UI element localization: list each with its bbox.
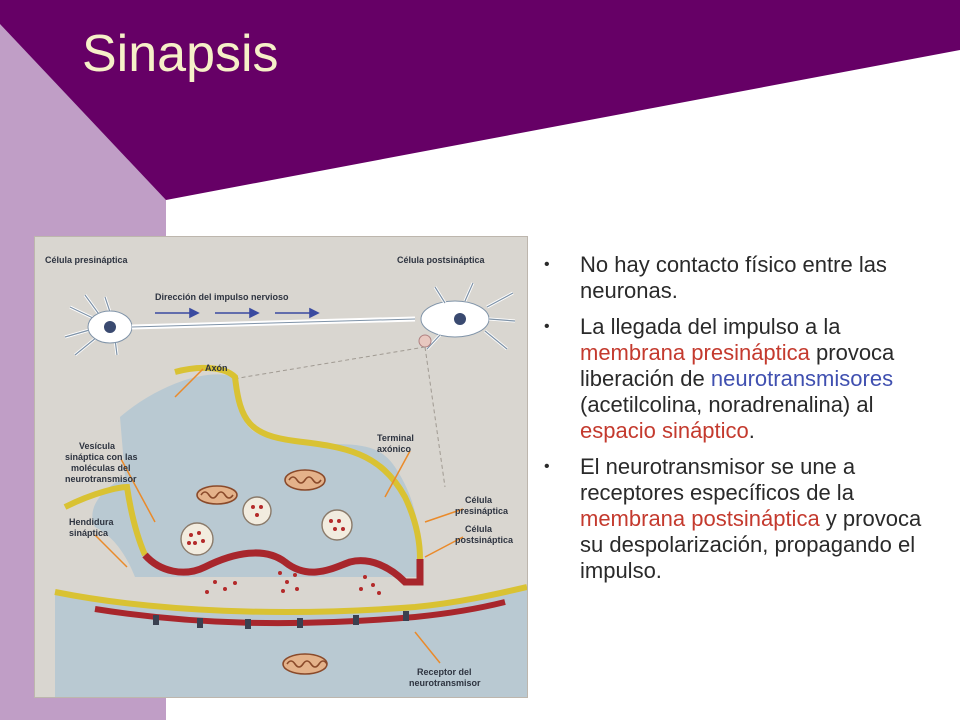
bullet-item: •No hay contacto físico entre las neuron… (544, 252, 887, 303)
label-cell-pre-2: presináptica (455, 506, 509, 516)
page-title: Sinapsis (82, 25, 279, 83)
label-receptor-2: neurotransmisor (409, 678, 481, 688)
term-neurotransmitters: neurotransmisores (710, 366, 894, 391)
synaptic-vesicles-icon (180, 496, 353, 556)
label-axon: Axón (205, 363, 228, 373)
neurotransmitter-molecules-icon (187, 505, 381, 595)
label-cleft-1: Hendidura (69, 517, 114, 527)
label-vesicle-1: Vesícula (79, 441, 116, 451)
bullet-dot-icon: • (544, 256, 550, 273)
label-vesicle-4: neurotransmisor (65, 474, 137, 484)
impulse-arrows-icon (155, 307, 320, 319)
neuron-illustration (64, 282, 516, 488)
bullet-item: •La llegada del impulso a la membrana pr… (544, 314, 895, 443)
term-postsynaptic-membrane: membrana postsináptica (580, 506, 820, 531)
term-synaptic-space: espacio sináptico (580, 418, 749, 443)
bullet-list: •No hay contacto físico entre las neuron… (540, 252, 944, 594)
mitochondria-icon (196, 469, 328, 675)
bullet-dot-icon: • (544, 318, 550, 335)
label-terminal-2: axónico (377, 444, 412, 454)
label-vesicle-2: sináptica con las (65, 452, 138, 462)
label-cell-post-1: Célula (465, 524, 493, 534)
receptor-icons (153, 611, 409, 629)
pointer-lines (94, 368, 464, 664)
top-dark-banner (0, 0, 960, 200)
synapse-diagram: Célula presináptica Célula postsináptica… (34, 236, 528, 698)
label-postsynaptic-cell: Célula postsináptica (397, 255, 486, 265)
label-terminal-1: Terminal (377, 433, 414, 443)
label-cleft-2: sináptica (69, 528, 109, 538)
label-cell-pre-1: Célula (465, 495, 493, 505)
label-receptor-1: Receptor del (417, 667, 472, 677)
term-presynaptic-membrane: membrana presináptica (580, 340, 810, 365)
bullet-dot-icon: • (544, 458, 550, 475)
label-vesicle-3: moléculas del (71, 463, 131, 473)
bullet-item: •El neurotransmisor se une a receptores … (544, 454, 922, 583)
label-cell-post-2: postsináptica (455, 535, 514, 545)
label-impulse-direction: Dirección del impulso nervioso (155, 292, 289, 302)
label-presynaptic-cell: Célula presináptica (45, 255, 129, 265)
